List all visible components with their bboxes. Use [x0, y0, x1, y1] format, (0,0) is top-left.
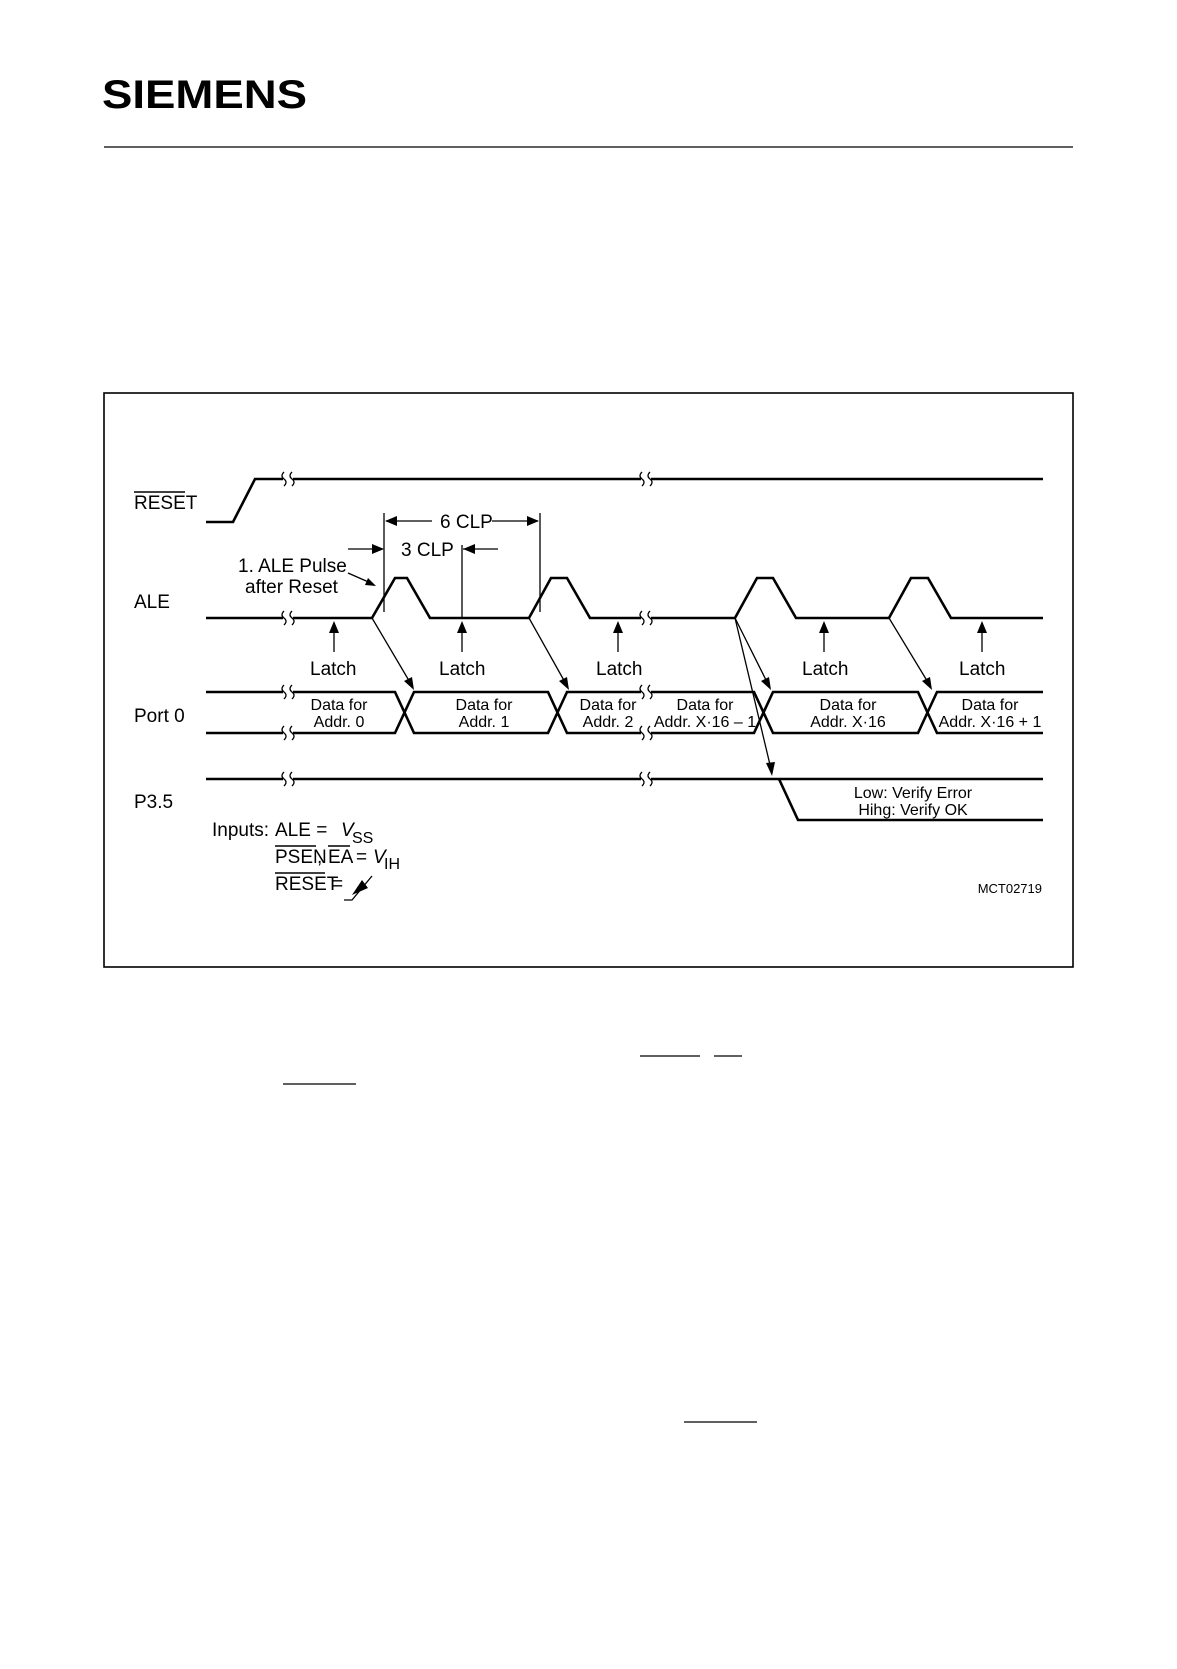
- data-cell-5-line1: Data for: [820, 697, 878, 714]
- verify-ok-label: Hihg: Verify OK: [858, 802, 968, 819]
- latch-label-5: Latch: [959, 659, 1005, 680]
- vih-symbol: V: [373, 847, 388, 868]
- p35-waveform: [206, 777, 1043, 822]
- reset-waveform: [206, 477, 1043, 524]
- ale-pulse-note-line1: 1. ALE Pulse: [238, 556, 347, 577]
- ea-eq-label: =: [356, 847, 367, 868]
- ale-break-mark: [281, 610, 295, 626]
- latch-arrows: [329, 621, 987, 652]
- inputs-legend: Inputs: ALE = V SS PSEN , EA = V IH RESE…: [212, 820, 400, 901]
- inputs-prefix: Inputs:: [212, 820, 269, 841]
- data-cell-1-line1: Data for: [311, 697, 369, 714]
- latch-label-4: Latch: [802, 659, 848, 680]
- port0-break-mark: [639, 684, 653, 741]
- ale-eq-label: ALE =: [275, 820, 327, 841]
- ale-signal-label: ALE: [134, 592, 170, 613]
- port0-signal-label: Port 0: [134, 706, 185, 727]
- latch-label-2: Latch: [439, 659, 485, 680]
- data-cell-5-line2: Addr. X·16: [810, 714, 886, 731]
- port0-bus-waveform: [206, 690, 1043, 735]
- rising-edge-icon: [344, 875, 373, 901]
- timing-dimension-lines: [347, 513, 541, 618]
- data-cell-1-line2: Addr. 0: [314, 714, 365, 731]
- p35-signal-label: P3.5: [134, 792, 173, 813]
- text-overbar-marks: [283, 1055, 757, 1423]
- figure-code: MCT02719: [978, 881, 1042, 896]
- ale-waveform: [206, 576, 1043, 620]
- three-clp-label: 3 CLP: [401, 540, 454, 561]
- ale-to-data-arrows: [371, 617, 932, 776]
- six-clp-label: 6 CLP: [440, 512, 493, 533]
- p35-break-mark: [281, 771, 295, 787]
- vih-subscript: IH: [384, 856, 400, 873]
- vss-symbol: V: [341, 820, 356, 841]
- siemens-logo: SIEMENS: [102, 73, 307, 117]
- figure-frame: [103, 392, 1074, 968]
- reset-input-label: RESET: [275, 874, 339, 895]
- ale-pulse-note-line2: after Reset: [245, 577, 339, 598]
- psen-comma: ,: [317, 847, 322, 868]
- data-cell-2-line1: Data for: [456, 697, 514, 714]
- reset-break-mark: [639, 471, 653, 487]
- psen-label: PSEN: [275, 847, 327, 868]
- data-cell-6-line2: Addr. X·16 + 1: [939, 714, 1042, 731]
- p35-break-mark: [639, 771, 653, 787]
- ale-break-mark: [639, 610, 653, 626]
- port0-break-mark: [281, 684, 295, 741]
- reset-eq-label: =: [332, 874, 343, 895]
- latch-label-1: Latch: [310, 659, 356, 680]
- latch-label-3: Latch: [596, 659, 642, 680]
- data-cell-2-line2: Addr. 1: [459, 714, 510, 731]
- data-cell-3-line1: Data for: [580, 697, 638, 714]
- vss-subscript: SS: [352, 830, 373, 847]
- data-cell-3-line2: Addr. 2: [583, 714, 634, 731]
- reset-break-mark: [281, 471, 295, 487]
- ea-label: EA: [328, 847, 354, 868]
- reset-signal-label: RESET: [134, 493, 198, 514]
- data-cell-6-line1: Data for: [962, 697, 1020, 714]
- verify-error-label: Low: Verify Error: [854, 785, 973, 802]
- data-cell-4-line2: Addr. X·16 – 1: [654, 714, 756, 731]
- data-cell-4-line1: Data for: [677, 697, 735, 714]
